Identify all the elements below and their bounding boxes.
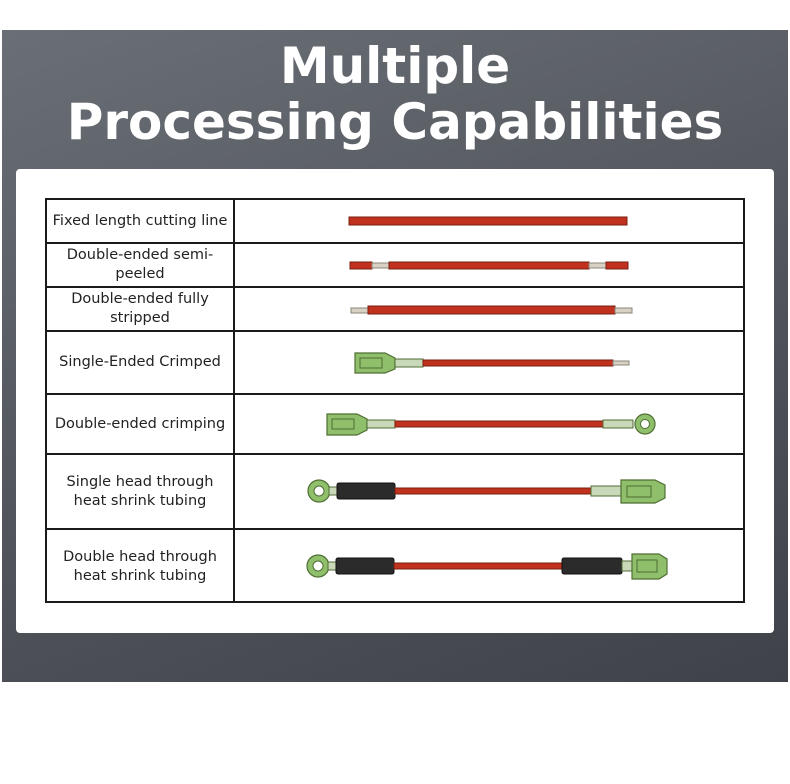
single-crimped-wire-icon [235, 332, 743, 393]
page-title: Multiple Processing Capabilities [0, 38, 790, 150]
double-heat-shrink-wire-icon [235, 530, 743, 603]
capabilities-table: Fixed length cutting line Double-ended s… [45, 198, 745, 603]
table-row: Double-ended fully stripped [47, 288, 743, 332]
semi-peeled-wire-icon [235, 244, 743, 286]
row-label: Single-Ended Crimped [47, 332, 235, 393]
cut-wire-icon [235, 200, 743, 242]
row-label: Double-ended crimping [47, 395, 235, 453]
row-label: Double head through heat shrink tubing [47, 530, 235, 603]
table-row: Double-ended crimping [47, 395, 743, 455]
title-line-2: Processing Capabilities [66, 93, 724, 151]
table-row: Single head through heat shrink tubing [47, 455, 743, 530]
row-label: Single head through heat shrink tubing [47, 455, 235, 528]
double-crimped-wire-icon [235, 395, 743, 453]
row-label: Double-ended fully stripped [47, 288, 235, 330]
row-label: Double-ended semi-peeled [47, 244, 235, 286]
table-row: Double head through heat shrink tubing [47, 530, 743, 603]
table-row: Double-ended semi-peeled [47, 244, 743, 288]
single-heat-shrink-wire-icon [235, 455, 743, 528]
table-row: Single-Ended Crimped [47, 332, 743, 395]
fully-stripped-wire-icon [235, 288, 743, 330]
title-line-1: Multiple [279, 37, 511, 95]
table-row: Fixed length cutting line [47, 200, 743, 244]
row-label: Fixed length cutting line [47, 200, 235, 242]
